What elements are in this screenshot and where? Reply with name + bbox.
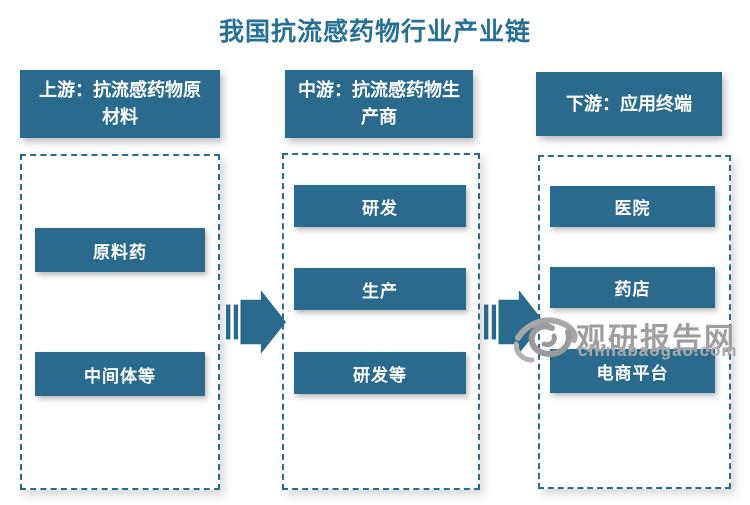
item-hospital: 医院 — [550, 186, 715, 227]
item-pharmacy: 药店 — [550, 267, 715, 308]
column-header-upstream: 上游：抗流感药物原材料 — [20, 70, 220, 138]
upstream-panel — [20, 154, 220, 490]
eye-swirl-icon — [513, 310, 578, 368]
item-rnd: 研发 — [294, 185, 466, 227]
item-production: 生产 — [294, 268, 466, 310]
page-title: 我国抗流感药物行业产业链 — [218, 19, 531, 46]
watermark-brand: 观研报告网 — [576, 323, 736, 356]
watermark-domain: chinabaogao.com — [578, 341, 738, 360]
item-ecommerce: 电商平台 — [550, 349, 715, 393]
flow-arrow-icon — [226, 289, 286, 355]
column-header-midstream: 中游：抗流感药物生产商 — [285, 70, 473, 138]
flow-arrow-icon — [484, 289, 544, 355]
item-rnd-etc: 研发等 — [294, 352, 466, 394]
item-raw-api: 原料药 — [35, 228, 205, 272]
column-header-downstream: 下游：应用终端 — [536, 72, 722, 136]
item-intermediates: 中间体等 — [35, 352, 205, 396]
